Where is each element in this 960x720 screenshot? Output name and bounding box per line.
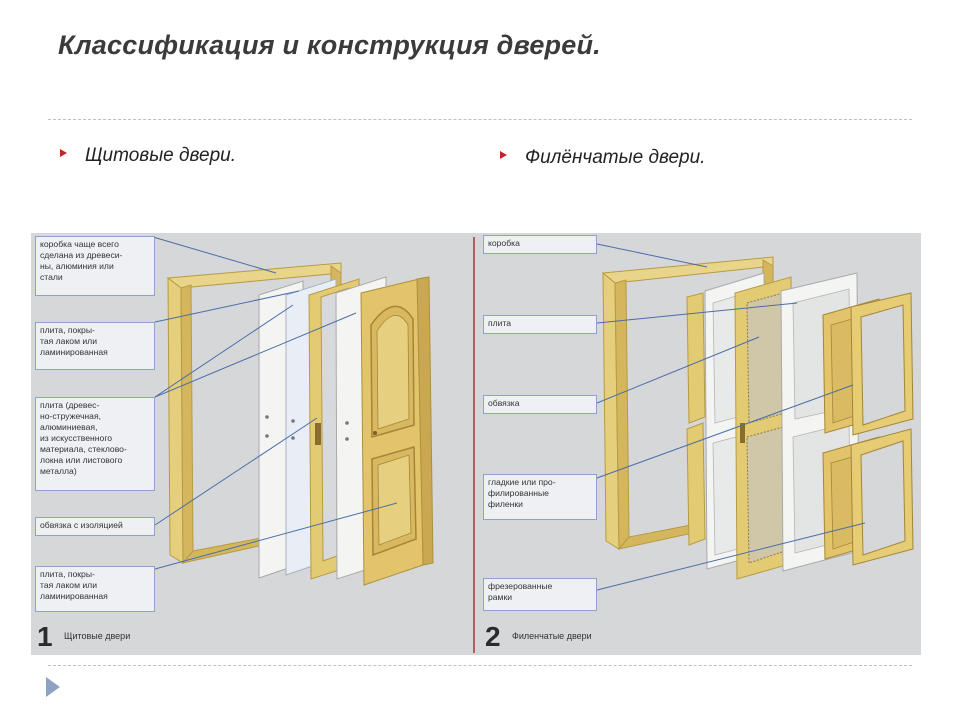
next-slide-icon[interactable]	[46, 677, 60, 697]
label-frame-1: коробка чаще всего сделана из древеси- н…	[35, 236, 155, 296]
label-milled-frames: фрезерованные рамки	[483, 578, 597, 611]
bullet-text: Щитовые двери.	[85, 145, 236, 166]
bullet-panel-doors: Щитовые двери.	[60, 145, 236, 167]
label-plate-lacquer-2: плита, покры- тая лаком или ламинированн…	[35, 566, 155, 612]
door-small-rails	[687, 293, 705, 545]
bullet-arrow-icon	[500, 151, 507, 159]
bottom-divider	[48, 665, 912, 666]
label-plate-lacquer-1: плита, покры- тая лаком или ламинированн…	[35, 322, 155, 370]
figure-caption-2: Филенчатые двери	[512, 631, 592, 641]
bullet-text: Филёнчатые двери.	[525, 147, 705, 168]
label-stile-rail: обвязка	[483, 395, 597, 414]
figure-caption-1: Щитовые двери	[64, 631, 130, 641]
label-plate-core: плита (древес- но-стружечная, алюминиева…	[35, 397, 155, 491]
door-construction-diagram: коробка чаще всего сделана из древеси- н…	[31, 233, 921, 655]
bullet-arrow-icon	[60, 149, 67, 157]
label-box: коробка	[483, 235, 597, 254]
bullet-paneled-doors: Филёнчатые двери.	[500, 147, 705, 169]
door-illustration	[31, 233, 921, 655]
figure-number-1: 1	[37, 621, 53, 653]
label-plate: плита	[483, 315, 597, 334]
label-panels: гладкие или про- филированные филенки	[483, 474, 597, 520]
figure-number-2: 2	[485, 621, 501, 653]
slide-title: Классификация и конструкция дверей.	[58, 30, 601, 61]
door-leaf-front	[361, 277, 433, 585]
label-frame-insulation: обвязка с изоляцией	[35, 517, 155, 536]
top-divider	[48, 119, 912, 120]
